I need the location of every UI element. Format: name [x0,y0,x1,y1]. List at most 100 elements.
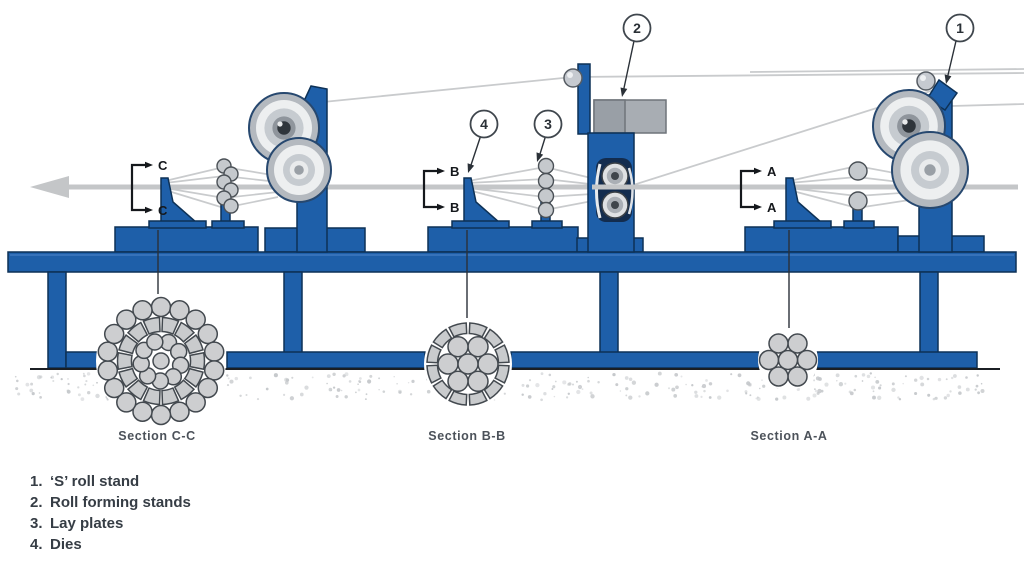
ground-speckle [407,381,410,384]
die-a [773,177,832,229]
ground-speckle [975,384,979,388]
section-marker-c: C C [130,158,168,218]
ground-speckle [335,395,339,398]
ground-speckle [853,388,857,392]
ground-speckle [409,393,413,396]
section-c-label: Section C-C [118,429,195,443]
callout-2-leader [623,40,635,89]
ground-speckle [31,392,35,396]
ground-speckle [708,396,712,399]
callout-1-leader [947,40,957,76]
ground-speckle [691,384,694,387]
ground-speckle [854,374,858,378]
ground-speckle [934,396,938,400]
ground-speckle [694,390,698,394]
marker-arrow-top [437,167,445,175]
ground-speckle [671,387,676,392]
bed-stretcher-4 [816,351,978,369]
strand-segment [142,387,161,406]
ground-speckle [95,393,100,399]
roll-fork-highlight-left [595,163,602,219]
ground-speckle [844,382,847,385]
wire-right-feed [951,103,1024,107]
ground-speckle [848,390,852,394]
ground-speckle [694,394,699,398]
ground-speckle [965,376,968,379]
ground-speckle [872,395,876,400]
ground-speckle [86,372,91,376]
ground-speckle [273,373,278,378]
ground-speckle [904,375,907,378]
ground-speckle [775,397,779,401]
ground-speckle [577,384,583,390]
section-b-label: Section B-B [428,429,505,443]
ground-speckle [382,390,386,393]
ground-speckle [926,377,930,381]
marker-bracket [739,169,755,209]
ground-speckle [340,389,343,392]
ground-speckle [612,372,616,377]
ground-speckle [813,379,816,382]
wire-top-span [573,72,1024,78]
die-wedge [463,177,502,224]
ground-speckle [796,387,800,392]
marker-letter-bottom: B [450,200,459,215]
section-marker-b: B B [422,164,459,215]
strand-segment [126,321,149,343]
ground-speckle [835,373,840,378]
ground-speckle [812,393,817,398]
ground-speckle [92,384,95,387]
ground-speckle [946,393,950,398]
ground-speckle [493,399,496,401]
section-b-bundle [424,320,512,408]
ground-speckle [30,382,34,386]
strand-wire [103,323,125,345]
ground-speckle [411,379,415,384]
ground-speckle [814,388,816,390]
ground-speckle [364,398,367,401]
ground-speckle [326,374,331,379]
section-leader-lines [157,230,790,328]
ground-speckle [526,384,530,388]
ground-speckle [326,382,328,385]
ground-speckle [398,391,402,394]
ground-speckle [703,389,706,393]
ground-speckle [226,384,230,387]
legend: 1. ‘S’ roll stand 2. Roll forming stands… [30,473,191,553]
ground-speckle [576,389,581,395]
die-wedge [160,177,199,224]
ground-speckle [838,382,844,387]
strand-wire [116,392,137,413]
callout-3-num: 3 [544,116,552,132]
strand-wire [150,296,172,318]
ground-speckle [521,383,525,387]
lay-plate-foot [843,220,875,229]
strand-direction-arrowhead [30,176,69,198]
strand-wire [169,300,190,321]
section-a-label: Section A-A [751,429,828,443]
ground-speckle [369,374,373,378]
marker-arrow-top [145,161,153,169]
ground-speckle [239,394,242,397]
ground-speckle [25,382,30,387]
ground-speckle [249,376,252,380]
ground-speckle [299,392,304,397]
ground-speckle [284,380,289,385]
strand-wire [169,401,190,422]
ground-speckle [357,388,361,392]
ground-speckle [705,379,708,382]
ground-speckle [654,382,659,387]
ground-speckle [60,377,63,381]
lay-plate-guides [537,157,555,219]
ground-speckle [898,397,902,401]
strand-segment [161,316,180,335]
section-marker-a: A A [739,164,777,215]
callout-4-circle [469,109,499,139]
ground-speckle [229,379,234,384]
ground-speckle [67,382,70,386]
ground-speckle [748,383,752,387]
ground-speckle [745,392,748,395]
ground-speckle [332,372,336,376]
